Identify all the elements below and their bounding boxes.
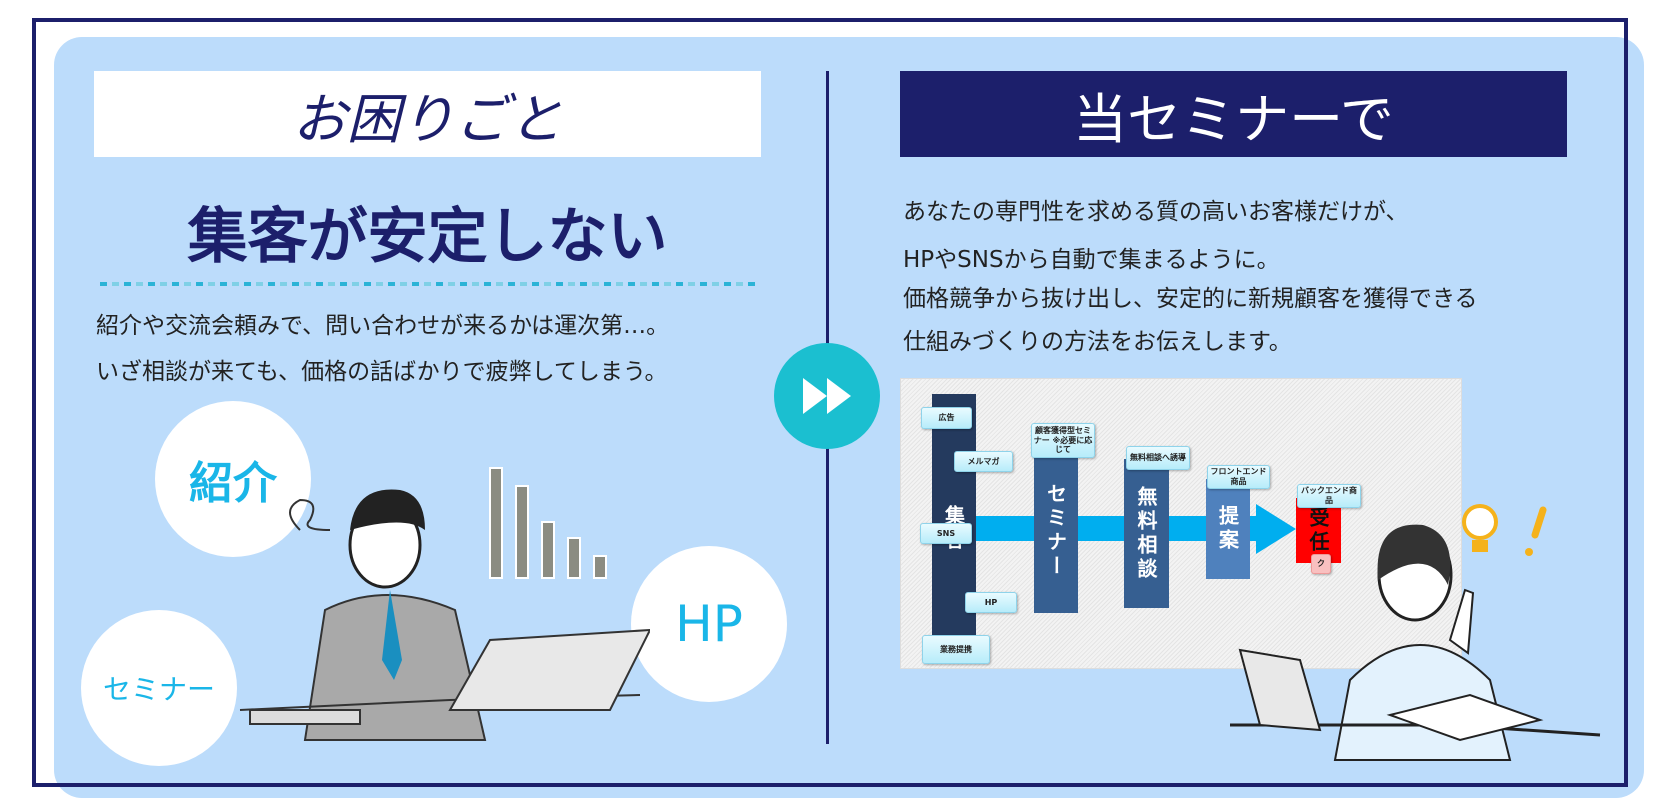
solution-text-line: あなたの専門性を求める質の高いお客様だけが、 xyxy=(903,199,1409,225)
solution-header: 当セミナーで xyxy=(900,71,1567,157)
column-free-consult: 無料相談 xyxy=(1124,459,1169,608)
problem-headline: 集客が安定しない xyxy=(187,202,668,272)
solution-text-line: HPやSNSから自動で集まるように。 xyxy=(903,247,1280,273)
sales-funnel-diagram: 集客 セミナー 無料相談 提案 受任 広告 メルマガ SNS HP 業務提携 顧… xyxy=(900,378,1462,669)
stage-label: 無料相談へ誘導 xyxy=(1126,446,1190,470)
column-proposal: 提案 xyxy=(1206,479,1250,579)
problem-text-line: いざ相談が来ても、価格の話ばかりで疲弊してしまう。 xyxy=(96,359,668,385)
worried-businessman-illustration xyxy=(239,467,650,741)
stage-label-partial: ク xyxy=(1311,554,1331,574)
source-label: メルマガ xyxy=(954,451,1013,472)
problems-header: お困りごと xyxy=(94,71,761,157)
source-label: HP xyxy=(965,592,1017,613)
bubble-seminar: セミナー xyxy=(81,610,237,766)
solution-text-line: 仕組みづくりの方法をお伝えします。 xyxy=(903,329,1292,355)
bubble-hp: HP xyxy=(631,546,787,702)
bubble-referral: 紹介 xyxy=(155,401,311,557)
column-engagement: 受任 xyxy=(1296,498,1341,563)
stage-label: バックエンド商品 xyxy=(1297,484,1361,508)
pointing-woman-illustration xyxy=(1230,504,1601,761)
source-label: SNS xyxy=(920,523,972,544)
stage-label: 顧客獲得型セミナー ※必要に応じて xyxy=(1031,423,1095,458)
stage-label: フロントエンド商品 xyxy=(1207,465,1270,489)
flow-arrow-head xyxy=(1256,504,1296,554)
problem-text-line: 紹介や交流会頼みで、問い合わせが来るかは運次第…。 xyxy=(96,313,670,339)
source-label: 広告 xyxy=(921,407,972,429)
column-seminar: セミナー xyxy=(1034,448,1078,613)
exclamation-icon xyxy=(1525,506,1547,556)
dotted-divider xyxy=(100,282,755,286)
outer-frame xyxy=(32,18,1628,787)
fast-forward-icon xyxy=(774,343,880,449)
solution-text-line: 価格競争から抜け出し、安定的に新規顧客を獲得できる xyxy=(903,286,1478,312)
source-label: 業務提携 xyxy=(922,635,990,664)
lightbulb-icon xyxy=(1462,504,1498,552)
declining-bar-chart-icon xyxy=(489,467,607,579)
